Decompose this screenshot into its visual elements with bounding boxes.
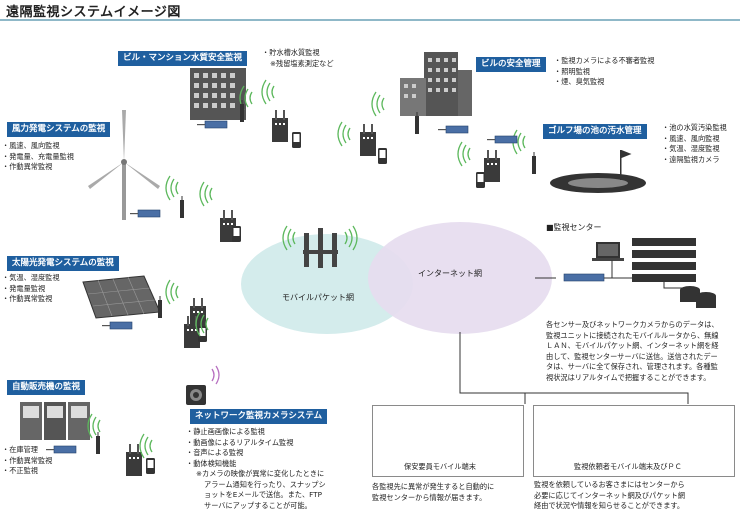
maintenance-description: 各監視先に異常が発生すると自動的に 監視センターから情報が届きます。 bbox=[372, 482, 494, 503]
base-station-antenna bbox=[282, 225, 358, 268]
camera-note-line: ョットをEメールで送信。また、FTP bbox=[204, 490, 322, 499]
vending-item: 作動異常監視 bbox=[2, 456, 52, 467]
center-description-line: ＬＡＮ、モバイルパケット網、インターネット網を経 bbox=[546, 341, 719, 350]
center-description-line: 視状況はリアルタイムで把握することができます。 bbox=[546, 372, 711, 382]
building-safety-item: 監視カメラによる不審者監視 bbox=[554, 56, 654, 67]
vending-items: 在庫管理 作動異常監視 不正監視 bbox=[2, 445, 52, 477]
building-water-item: 貯水槽水質監視 bbox=[262, 48, 319, 59]
center-description: 各センサー及びネットワークカメラからのデータは、 監視ユニットに接続されたモバイ… bbox=[546, 320, 719, 383]
camera-note-line: アラーム通知を行ったり、スナップシ bbox=[204, 479, 326, 489]
camera-item: 動体検知機能 bbox=[186, 459, 293, 470]
golf-item: 遠隔監視カメラ bbox=[662, 155, 727, 166]
solar-items: 気温、湿度監視 発電量監視 作動異常監視 bbox=[2, 273, 60, 305]
golf-pond bbox=[457, 129, 646, 193]
client-description: 監視を依頼しているお客さまにはセンターから 必要に応じてインターネット網及びパケ… bbox=[534, 480, 685, 512]
vending-item: 不正監視 bbox=[2, 466, 52, 477]
maintenance-description-line: 各監視先に異常が発生すると自動的に bbox=[372, 482, 495, 491]
network-camera bbox=[186, 365, 220, 405]
wind-items: 風速、風向監視 発電量、充電量監視 作動異常監視 bbox=[2, 141, 74, 173]
vending-label: 自動販売機の監視 bbox=[7, 380, 86, 395]
camera-note: ※カメラの映像が異常に変化したときに アラーム通知を行ったり、スナップシ ョット… bbox=[196, 469, 326, 511]
solar-item: 気温、湿度監視 bbox=[2, 273, 59, 284]
golf-label: ゴルフ場の池の汚水管理 bbox=[543, 124, 647, 139]
building-water-building bbox=[190, 68, 301, 148]
page-title: 遠隔監視システムイメージ図 bbox=[6, 5, 181, 20]
building-water-note: ※残留塩素測定など bbox=[270, 59, 334, 68]
solar-item: 発電量監視 bbox=[2, 284, 60, 295]
wind-label: 風力発電システムの監視 bbox=[7, 122, 111, 137]
client-terminal-label: 監視依頼者モバイル端末及びＰＣ bbox=[574, 462, 682, 471]
camera-item: 動画像によるリアルタイム監視 bbox=[186, 438, 293, 449]
solar-item: 作動異常監視 bbox=[2, 294, 60, 305]
client-terminal-box bbox=[533, 405, 735, 477]
building-safety-item: 照明監視 bbox=[554, 67, 654, 78]
building-water-items: 貯水槽水質監視 bbox=[262, 48, 319, 59]
title-underline bbox=[0, 19, 740, 21]
wind-item: 風速、風向監視 bbox=[2, 141, 74, 152]
internet-network-label: インターネット網 bbox=[418, 269, 482, 278]
center-description-line: 監視ユニットに接続されたモバイルルータから、無線 bbox=[546, 330, 719, 340]
wind-item: 作動異常監視 bbox=[2, 162, 74, 173]
building-safety-label: ビルの安全管理 bbox=[476, 57, 546, 72]
building-safety-item: 煙、臭気監視 bbox=[554, 77, 654, 88]
golf-item: 風速、風向監視 bbox=[662, 134, 727, 145]
building-safety-items: 監視カメラによる不審者監視 照明監視 煙、臭気監視 bbox=[554, 56, 654, 88]
golf-item: 池の水質汚染監視 bbox=[662, 123, 727, 134]
internet-cloud bbox=[368, 222, 552, 334]
mobile-packet-cloud bbox=[241, 234, 413, 334]
wind-item: 発電量、充電量監視 bbox=[2, 152, 74, 163]
maintenance-description-line: 監視センターから情報が届きます。 bbox=[372, 492, 487, 502]
center-description-line: 由して、監視センターサーバに送信。送信されたデー bbox=[546, 351, 718, 361]
building-safety-building bbox=[337, 52, 472, 164]
golf-items: 池の水質汚染監視 風速、風向監視 気温、湿度監視 遠隔監視カメラ bbox=[662, 123, 727, 165]
center-description-line: 各センサー及びネットワークカメラからのデータは、 bbox=[546, 320, 719, 329]
client-description-line: 経由で状況や情報を知らせることができます。 bbox=[534, 501, 685, 510]
monitoring-center-equipment bbox=[563, 238, 716, 308]
camera-items: 静止画画像による監視 動画像によるリアルタイム監視 音声による監視 動体検知機能 bbox=[186, 427, 293, 469]
camera-note-line: ※カメラの映像が異常に変化したときに bbox=[196, 469, 325, 478]
client-description-line: 監視を依頼しているお客さまにはセンターから bbox=[534, 480, 685, 489]
camera-item: 静止画画像による監視 bbox=[186, 427, 293, 438]
golf-item: 気温、湿度監視 bbox=[662, 144, 727, 155]
solar-label: 太陽光発電システムの監視 bbox=[7, 256, 119, 271]
mobile-network-label: モバイルパケット網 bbox=[282, 293, 354, 302]
building-water-label: ビル・マンション水質安全監視 bbox=[118, 51, 248, 66]
camera-note-line: サーバにアップすることが可能。 bbox=[204, 500, 312, 510]
solar-panel bbox=[82, 275, 209, 348]
vending-item: 在庫管理 bbox=[2, 445, 52, 456]
maintenance-terminal-label: 保安要員モバイル端末 bbox=[404, 462, 476, 471]
wind-turbine bbox=[88, 110, 241, 242]
maintenance-terminal-box bbox=[372, 405, 524, 477]
client-description-line: 必要に応じてインターネット網及びパケット網 bbox=[534, 490, 685, 500]
monitoring-center-label: ■監視センター bbox=[546, 223, 602, 232]
center-description-line: タは、サーバに全て保存され、管理されます。各種監 bbox=[546, 362, 718, 371]
camera-item: 音声による監視 bbox=[186, 448, 293, 459]
vending-machines bbox=[20, 402, 155, 476]
camera-label: ネットワーク監視カメラシステム bbox=[190, 409, 328, 424]
